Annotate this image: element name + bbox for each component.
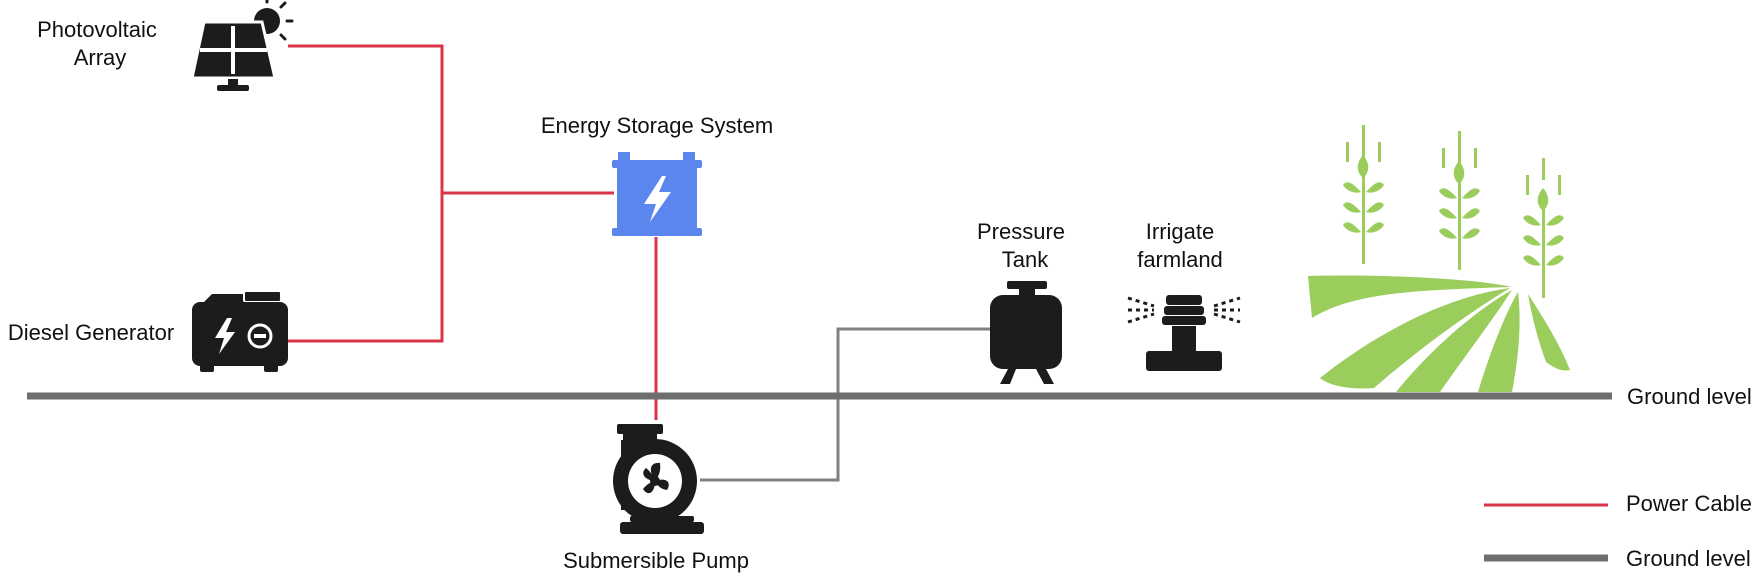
sprinkler-icon	[1127, 295, 1241, 371]
submersible-pump-icon	[613, 424, 704, 534]
diesel-generator-label: Diesel Generator	[8, 320, 174, 345]
legend-ground-level-label: Ground level	[1626, 546, 1751, 571]
crop-field-icon	[1308, 125, 1570, 392]
ground-level-label: Ground level	[1627, 384, 1752, 409]
pressure-tank-label-line1: Pressure	[977, 219, 1065, 244]
submersible-pump-label: Submersible Pump	[563, 548, 749, 573]
legend: Power Cable Ground level	[1484, 491, 1752, 571]
battery-icon	[612, 152, 702, 236]
photovoltaic-label-line2: Array	[74, 45, 127, 70]
wheat-stalk-left	[1343, 125, 1384, 264]
pressure-tank-label-line2: Tank	[1002, 247, 1049, 272]
energy-storage-label: Energy Storage System	[541, 113, 773, 138]
photovoltaic-label-line1: Photovoltaic	[37, 17, 157, 42]
irrigate-label-line1: Irrigate	[1146, 219, 1214, 244]
cable-pv-to-junction	[288, 44, 444, 343]
wheat-stalk-middle	[1439, 131, 1480, 270]
generator-icon	[192, 290, 288, 372]
legend-power-cable-label: Power Cable	[1626, 491, 1752, 516]
wheat-stalk-right	[1523, 158, 1564, 298]
power-cables	[288, 44, 658, 420]
water-pipe	[700, 327, 990, 482]
irrigate-label-line2: farmland	[1137, 247, 1223, 272]
solar-panel-icon	[190, 0, 294, 91]
pressure-tank-icon	[990, 281, 1062, 384]
